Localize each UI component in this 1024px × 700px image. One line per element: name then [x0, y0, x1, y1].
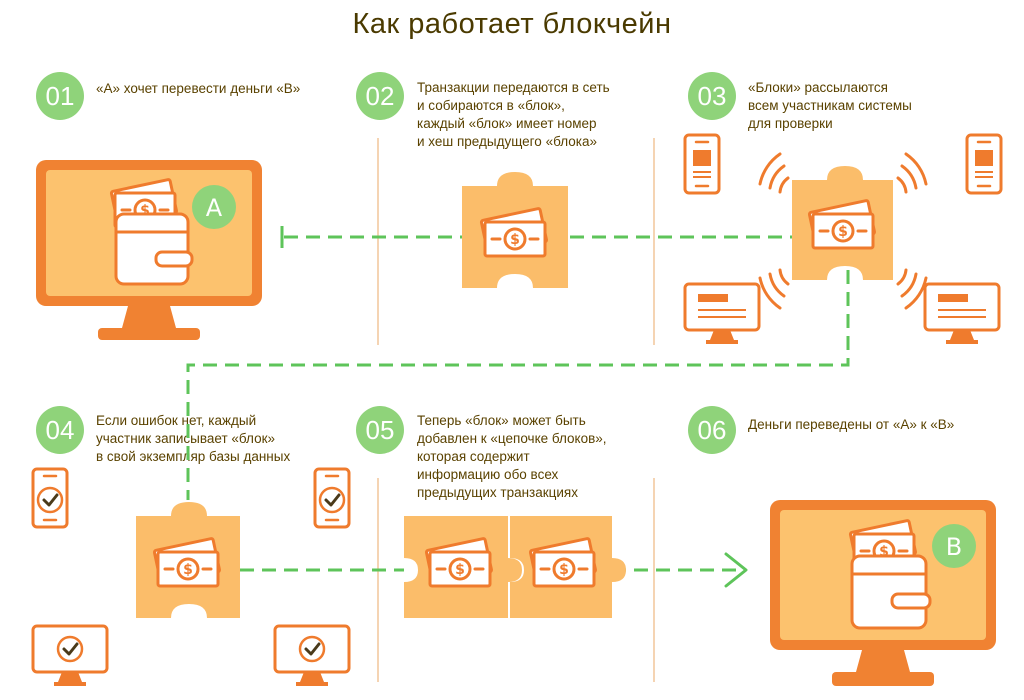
wallet-icon [109, 177, 194, 286]
step-badge-02: 02 [356, 72, 404, 120]
desktop-icon [683, 282, 761, 346]
label-a: A [206, 194, 223, 222]
verified-block [136, 502, 240, 618]
page-title: Как работает блокчейн [352, 8, 672, 40]
step-badge-01: 01 [36, 72, 84, 120]
step-text-05: Теперь «блок» может быть добавлен к «цеп… [417, 413, 607, 500]
arrow-right-icon [724, 552, 748, 588]
label-a-circle [192, 185, 236, 229]
step-badge-06: 06 [688, 406, 736, 454]
step-text-02: Транзакции передаются в сеть и собираютс… [417, 80, 610, 149]
desktop-check-icon [31, 624, 109, 688]
wallet-icon [848, 518, 932, 630]
broadcast-block [758, 152, 928, 310]
monitor-a: A [36, 160, 262, 340]
step-text-01: «А» хочет перевести деньги «В» [96, 81, 301, 96]
step-badge-05: 05 [356, 406, 404, 454]
label-b-circle [932, 524, 976, 568]
smartphone-icon [965, 133, 1003, 195]
smartphone-icon [683, 133, 721, 195]
smartphone-check-icon [313, 467, 351, 529]
broadcast-waves-icon [758, 152, 928, 310]
smartphone-check-icon [31, 467, 69, 529]
step-badge-03: 03 [688, 72, 736, 120]
transaction-block [462, 172, 568, 288]
step-text-06: Деньги переведены от «А» к «В» [748, 417, 955, 432]
desktop-icon [923, 282, 1001, 346]
desktop-check-icon [273, 624, 351, 688]
step-badge-04: 04 [36, 406, 84, 454]
monitor-b: B [770, 500, 996, 686]
flow-path [186, 270, 850, 500]
label-b: B [946, 533, 962, 561]
step-text-03: «Блоки» рассылаются всем участникам сист… [748, 80, 912, 131]
block-chain [404, 516, 626, 618]
